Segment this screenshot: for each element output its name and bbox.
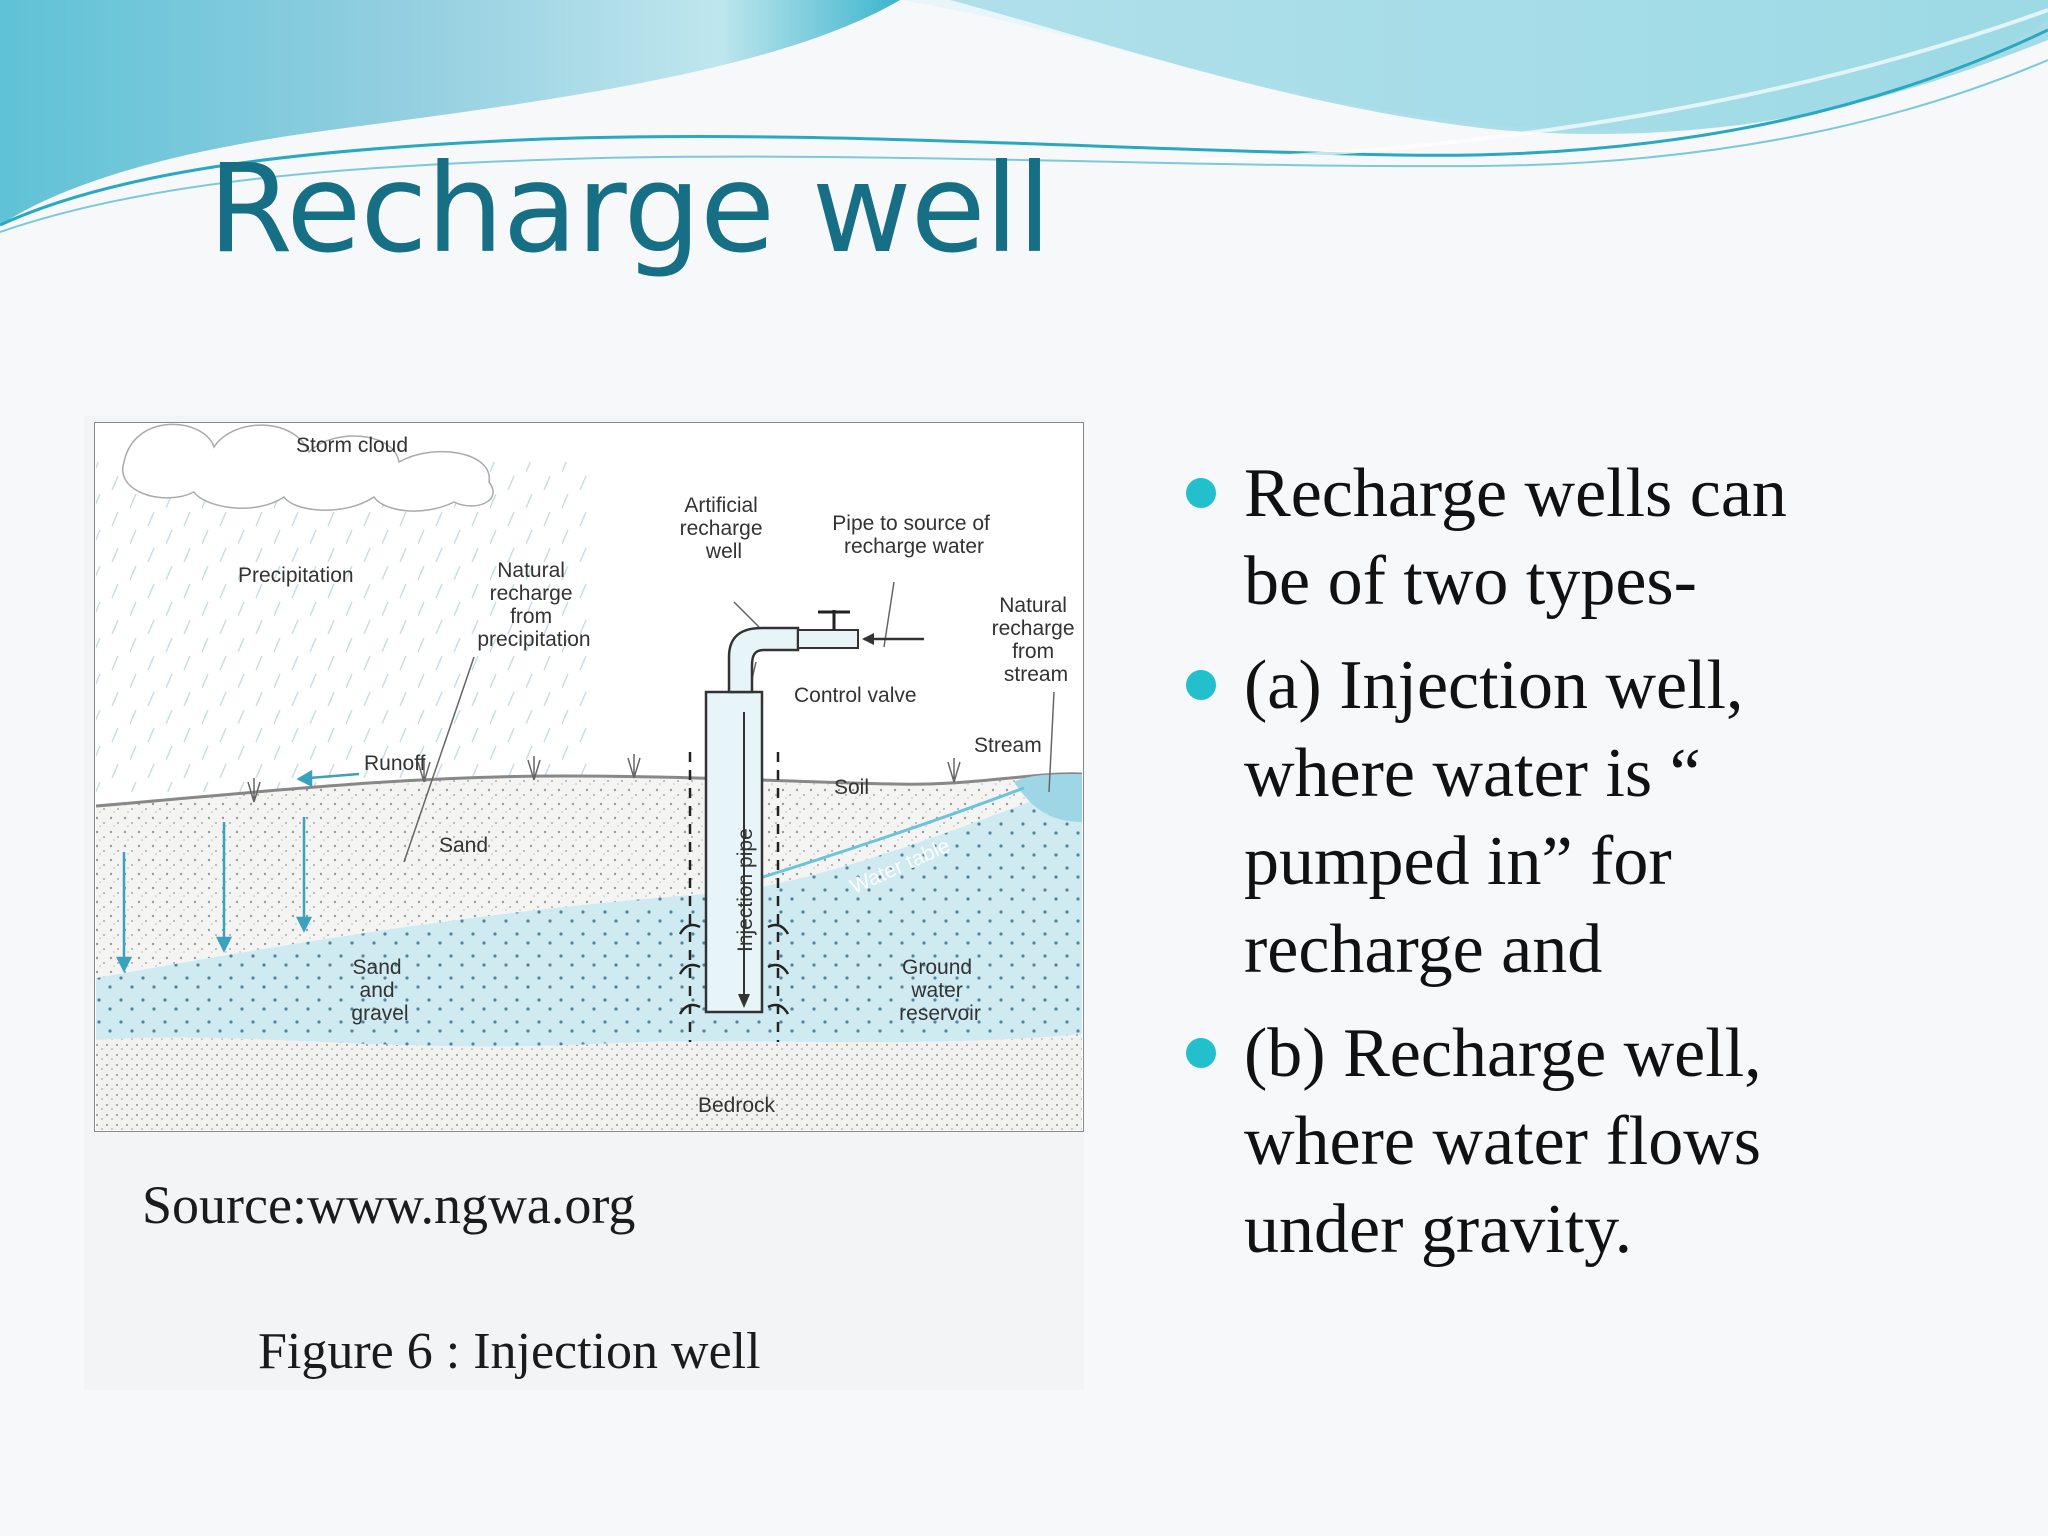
label-sand: Sand — [439, 834, 488, 857]
plants — [247, 754, 961, 803]
figure-source: Source:www.ngwa.org — [142, 1175, 636, 1235]
figure-panel: Storm cloud Precipitation Natural rechar… — [84, 416, 1084, 1390]
injection-well-diagram: Storm cloud Precipitation Natural rechar… — [94, 422, 1084, 1132]
bullet-list: Recharge wells can be of two types- (a) … — [1186, 450, 2006, 1290]
label-artificial-recharge-well: Artificial recharge well — [680, 494, 769, 563]
sand-layer — [96, 773, 1082, 978]
label-control-valve: Control valve — [794, 684, 917, 707]
runoff-arrow — [296, 769, 360, 788]
stream — [1014, 774, 1082, 822]
label-sand-and-gravel: Sand and gravel — [351, 956, 408, 1025]
infiltration-arrows — [115, 817, 313, 973]
label-natural-recharge-stream: Natural recharge from stream — [992, 594, 1081, 686]
bullet-item: (a) Injection well, where water is “ pum… — [1186, 642, 2006, 994]
bullet-dot-icon — [1186, 1038, 1216, 1068]
label-ground-water-reservoir: Ground water reservoir — [899, 956, 981, 1025]
figure-caption: Figure 6 : Injection well — [258, 1323, 761, 1380]
page-title: Recharge well — [208, 138, 1051, 280]
ground-water-layer — [96, 782, 1082, 1047]
bullet-text: (a) Injection well, where water is “ pum… — [1244, 647, 1744, 988]
label-precipitation: Precipitation — [238, 564, 354, 587]
bullet-text: (b) Recharge well, where water flows und… — [1244, 1015, 1762, 1268]
bullet-dot-icon — [1186, 670, 1216, 700]
leader-lines — [403, 581, 1055, 863]
bullet-dot-icon — [1186, 478, 1216, 508]
label-runoff: Runoff — [364, 752, 426, 775]
storm-cloud — [121, 423, 494, 512]
label-pipe-to-source: Pipe to source of recharge water — [832, 512, 995, 558]
bedrock-layer — [96, 1034, 1082, 1130]
label-storm-cloud: Storm cloud — [296, 434, 408, 457]
label-natural-recharge-precip: Natural recharge from precipitation — [477, 559, 590, 651]
injection-well — [678, 610, 924, 1042]
label-injection-pipe: Injection pipe — [734, 828, 757, 952]
bullet-item: Recharge wells can be of two types- — [1186, 450, 2006, 626]
rain-area — [96, 462, 596, 792]
label-soil: Soil — [834, 776, 869, 799]
bullet-text: Recharge wells can be of two types- — [1244, 455, 1787, 620]
bullet-item: (b) Recharge well, where water flows und… — [1186, 1010, 2006, 1274]
label-bedrock: Bedrock — [698, 1094, 776, 1117]
soil-surface — [95, 772, 1083, 808]
label-stream: Stream — [974, 734, 1042, 757]
